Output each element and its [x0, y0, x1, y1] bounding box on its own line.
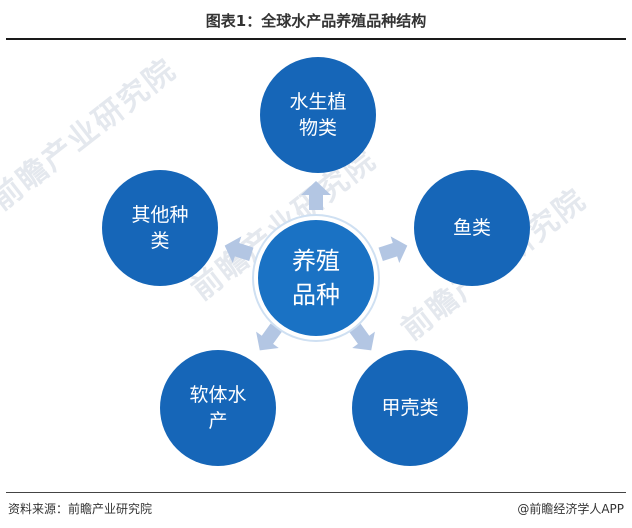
node-center-line1: 养殖 — [292, 247, 340, 275]
node-other-species-line2: 类 — [150, 230, 170, 252]
node-fish-line1: 鱼类 — [452, 217, 491, 239]
brand-credit: @前瞻经济学人APP — [517, 502, 624, 516]
node-other-species-line1: 其他种 — [131, 204, 189, 226]
arrow-to-right — [378, 236, 408, 264]
footer-divider — [6, 492, 626, 493]
node-other-species: 其他种 类 — [102, 170, 218, 286]
node-aquatic-plants: 水生植 物类 — [260, 57, 376, 173]
node-center-line2: 品种 — [292, 281, 340, 309]
node-aquatic-plants-line1: 水生植 — [289, 91, 347, 113]
arrow-to-left — [224, 236, 254, 264]
node-crustaceans: 甲壳类 — [352, 350, 468, 466]
node-mollusks: 软体水 产 — [160, 350, 276, 466]
node-center-breeding-species: 养殖 品种 — [254, 216, 378, 340]
source-note: 资料来源：前瞻产业研究院 — [8, 502, 153, 516]
node-crustaceans-line1: 甲壳类 — [381, 397, 439, 419]
node-mollusks-line1: 软体水 — [189, 384, 247, 406]
node-aquatic-plants-line2: 物类 — [298, 117, 337, 139]
arrow-to-top — [301, 181, 331, 210]
arrow-to-bottom-right — [349, 323, 375, 351]
node-mollusks-line2: 产 — [208, 410, 228, 432]
node-fish: 鱼类 — [414, 170, 530, 286]
arrow-to-bottom-left — [256, 323, 282, 351]
title-divider — [6, 38, 626, 40]
chart-title: 图表1：全球水产品养殖品种结构 — [205, 12, 427, 30]
